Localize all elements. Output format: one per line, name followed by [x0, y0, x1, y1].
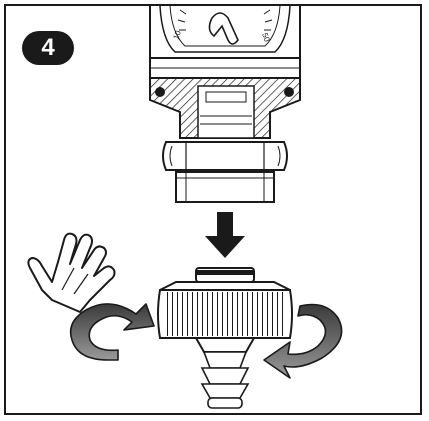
regulator-body-section — [149, 77, 301, 139]
gauge-dial-emblem-icon — [208, 12, 239, 45]
hose-barb — [200, 351, 250, 409]
threaded-outlet — [175, 171, 275, 203]
rotate-arrow-left-icon — [69, 303, 155, 361]
hex-nut — [162, 141, 288, 171]
hose-connector — [157, 267, 293, 409]
rotate-arrow-right-icon — [263, 303, 343, 379]
down-arrow-icon — [205, 212, 245, 258]
gauge-label-right: 50 — [260, 32, 272, 44]
pressure-gauge: 10 50 — [149, 5, 301, 79]
step-number: 4 — [41, 34, 55, 61]
hand-icon — [27, 232, 116, 313]
step-badge: 4 — [22, 31, 74, 65]
gauge-tick-marks — [177, 9, 273, 31]
gauge-label-left: 10 — [171, 29, 183, 41]
o-ring-right-icon — [284, 87, 294, 97]
o-ring-left-icon — [155, 87, 165, 97]
